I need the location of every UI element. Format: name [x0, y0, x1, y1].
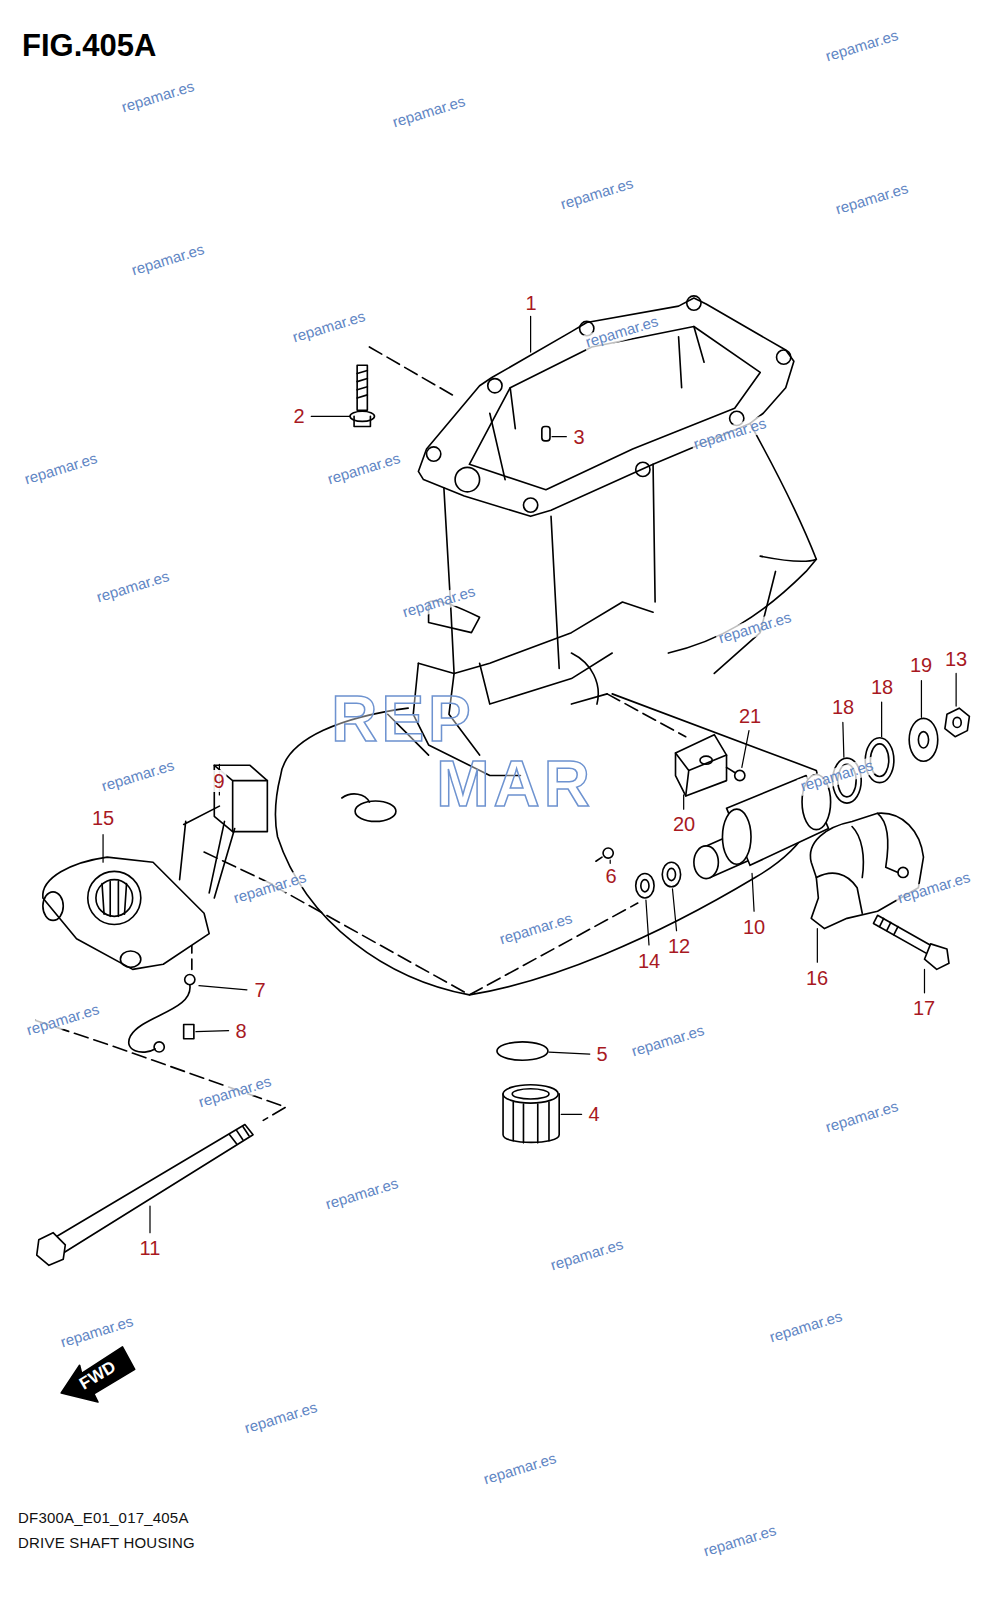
watermark: repamar.es — [195, 1073, 275, 1112]
watermark: repamar.es — [230, 869, 310, 908]
drawing-code: DF300A_E01_017_405A — [18, 1510, 189, 1527]
logo-text: REP — [331, 684, 475, 754]
watermark: repamar.es — [582, 313, 662, 352]
watermark: repamar.es — [690, 415, 770, 454]
forward-arrow-text: FWD — [77, 1358, 120, 1394]
callout-number: 2 — [291, 405, 306, 427]
watermark: repamar.es — [628, 1022, 708, 1061]
callout-number: 20 — [671, 813, 697, 835]
callout-number: 14 — [636, 950, 662, 972]
callout-number: 19 — [908, 654, 934, 676]
watermark: repamar.es — [93, 568, 173, 607]
watermark: repamar.es — [98, 757, 178, 796]
callout-number: 4 — [586, 1103, 601, 1125]
watermark: repamar.es — [822, 27, 902, 66]
watermark: repamar.es — [118, 78, 198, 117]
watermark: repamar.es — [894, 869, 974, 908]
watermark: repamar.es — [128, 241, 208, 280]
callout-number: 9 — [211, 770, 226, 792]
callout-number: 3 — [571, 426, 586, 448]
watermark: repamar.es — [399, 583, 479, 622]
callout-number: 17 — [911, 997, 937, 1019]
watermark: repamar.es — [57, 1313, 137, 1352]
watermark: repamar.es — [496, 910, 576, 949]
figure-caption: DRIVE SHAFT HOUSING — [18, 1535, 195, 1552]
callout-number: 10 — [741, 916, 767, 938]
callout-number: 7 — [252, 979, 267, 1001]
watermark: repamar.es — [389, 93, 469, 132]
watermark: repamar.es — [715, 609, 795, 648]
watermark: repamar.es — [797, 757, 877, 796]
watermark: repamar.es — [832, 180, 912, 219]
callout-number: 13 — [943, 648, 969, 670]
callout-number: 18 — [869, 676, 895, 698]
callout-number: 5 — [594, 1043, 609, 1065]
watermark: repamar.es — [547, 1236, 627, 1275]
callout-number: 1 — [523, 292, 538, 314]
watermark: repamar.es — [324, 450, 404, 489]
figure-title: FIG.405A — [22, 29, 156, 63]
watermark: repamar.es — [289, 308, 369, 347]
callout-number: 11 — [138, 1237, 163, 1259]
callout-number: 21 — [737, 705, 763, 727]
watermark: repamar.es — [700, 1522, 780, 1561]
callout-number: 12 — [666, 935, 692, 957]
callout-number: 8 — [233, 1020, 248, 1042]
watermark: repamar.es — [822, 1098, 902, 1137]
callout-number: 18 — [830, 696, 856, 718]
callout-number: 6 — [603, 865, 618, 887]
watermark: repamar.es — [322, 1175, 402, 1214]
watermark: repamar.es — [23, 1001, 103, 1040]
watermark: repamar.es — [480, 1450, 560, 1489]
watermark: repamar.es — [241, 1399, 321, 1438]
logo-text: MAR — [436, 749, 594, 819]
watermark: repamar.es — [766, 1308, 846, 1347]
watermark: repamar.es — [557, 175, 637, 214]
callout-number: 15 — [90, 807, 116, 829]
watermark: repamar.es — [21, 450, 101, 489]
callout-number: 16 — [804, 967, 830, 989]
